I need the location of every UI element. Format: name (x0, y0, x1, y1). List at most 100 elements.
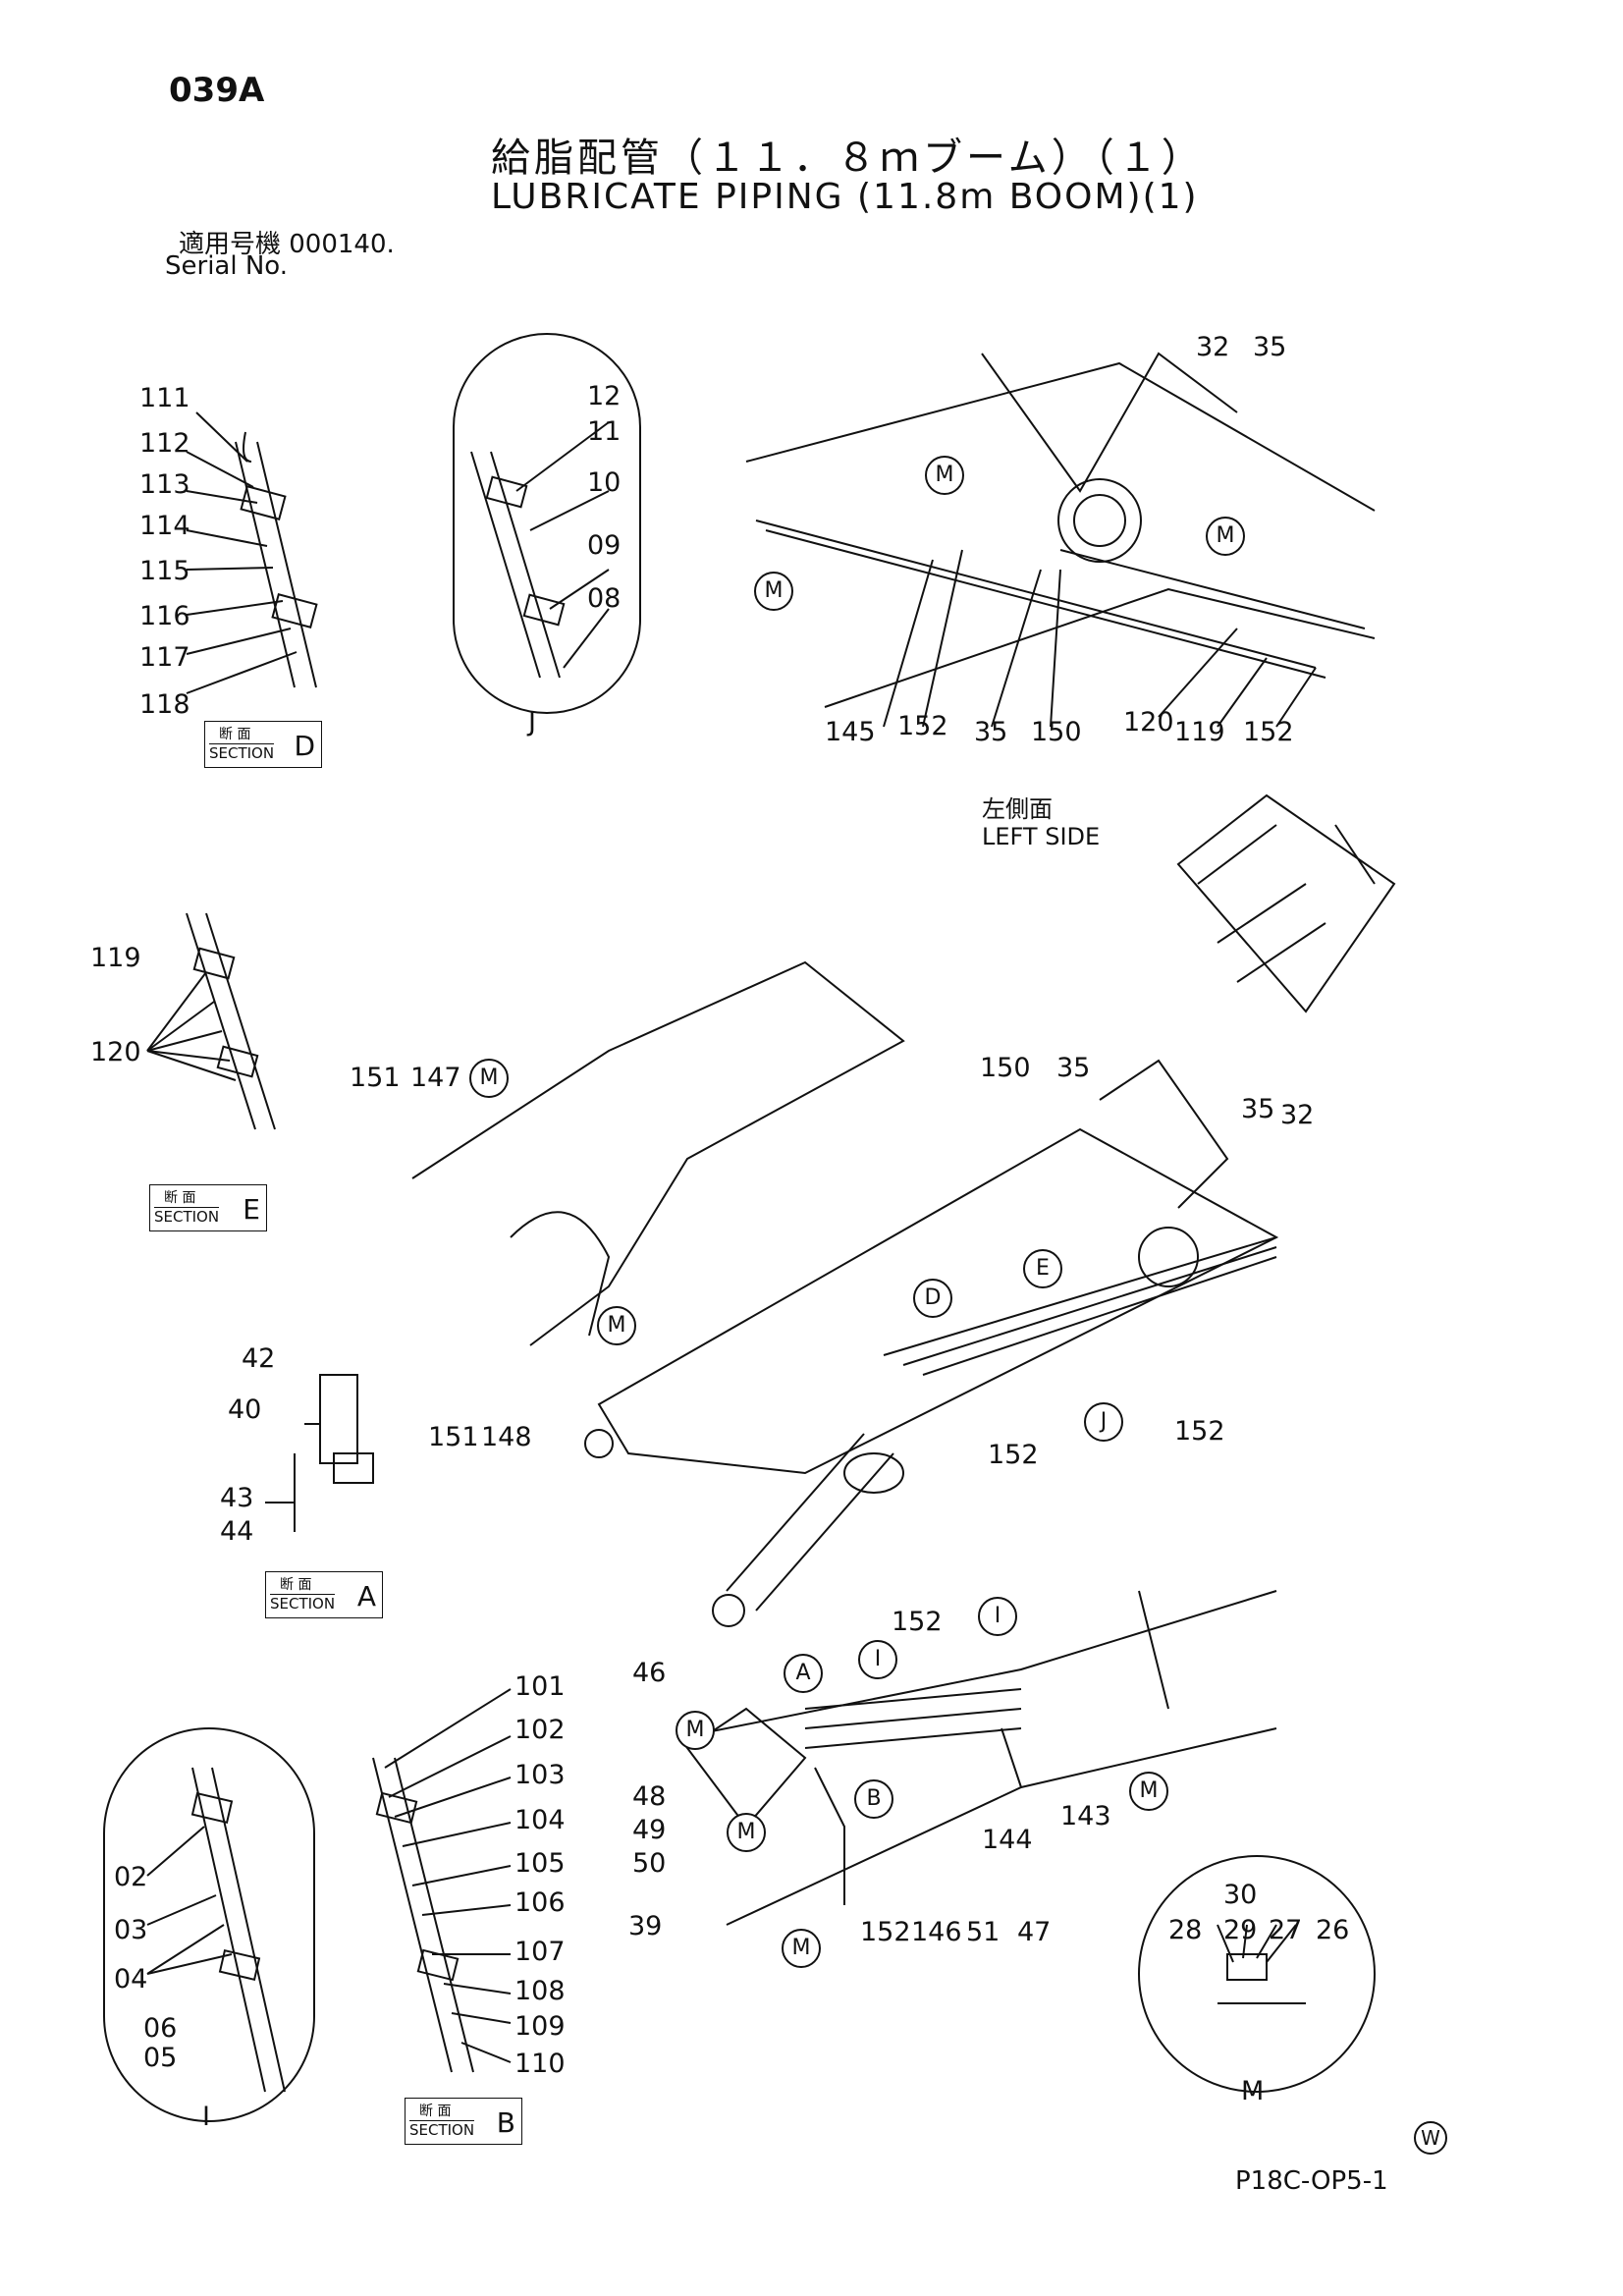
section-b-jp: 断 面 (419, 2104, 452, 2119)
callout: 101 (514, 1671, 566, 1702)
serial-label-english: Serial No. (165, 251, 288, 281)
section-e-letter: E (243, 1193, 260, 1226)
callout: 151 (428, 1422, 479, 1452)
callout: 51 (966, 1917, 1001, 1947)
detail-i-drawing (103, 1727, 315, 2122)
callout: 08 (587, 583, 622, 614)
section-e-drawing (146, 912, 276, 1130)
callout: 143 (1060, 1801, 1111, 1831)
middle-boom-drawing (411, 960, 1279, 1627)
callout: 42 (242, 1343, 276, 1374)
callout: 119 (1174, 717, 1225, 747)
callout: 112 (139, 428, 190, 459)
callout: 152 (860, 1917, 911, 1947)
section-d-jp: 断 面 (219, 727, 251, 742)
callout: 26 (1316, 1915, 1350, 1945)
callout: 147 (410, 1063, 461, 1093)
marker-i: I (858, 1640, 897, 1679)
callout: 04 (114, 1964, 148, 1995)
title-english: LUBRICATE PIPING (11.8m BOOM)(1) (491, 177, 1199, 217)
callout: 115 (139, 556, 190, 586)
callout: 117 (139, 642, 190, 673)
detail-j-drawing (453, 333, 641, 714)
bottom-boom-drawing (676, 1590, 1277, 1926)
title-japanese: 給脂配管（１１．８ｍブーム）（１） (491, 136, 1205, 181)
callout: 35 (1241, 1094, 1275, 1124)
callout: 114 (139, 511, 190, 541)
callout: 12 (587, 381, 622, 411)
callout: 03 (114, 1915, 148, 1945)
callout: 116 (139, 601, 190, 631)
callout: 39 (628, 1911, 663, 1941)
section-d-en: SECTION (209, 743, 275, 762)
callout: 28 (1168, 1915, 1203, 1945)
callout: 27 (1269, 1915, 1303, 1945)
marker-a: A (784, 1654, 823, 1693)
callout: 49 (632, 1815, 667, 1845)
section-e-box: 断 面 SECTION E (149, 1184, 267, 1231)
callout: 48 (632, 1781, 667, 1812)
section-a-box: 断 面 SECTION A (265, 1571, 383, 1618)
callout: 103 (514, 1760, 566, 1790)
section-a-letter: A (356, 1580, 376, 1613)
left-side-label-en: LEFT SIDE (982, 823, 1101, 850)
callout: 44 (220, 1516, 254, 1547)
callout: 35 (1056, 1053, 1091, 1083)
callout: 152 (1243, 717, 1294, 747)
callout: 11 (587, 416, 622, 447)
callout: 29 (1223, 1915, 1258, 1945)
callout: 47 (1017, 1917, 1052, 1947)
callout: 150 (1031, 717, 1082, 747)
top-boom-drawing (745, 352, 1376, 728)
callout: 109 (514, 2011, 566, 2042)
callout: 152 (1174, 1416, 1225, 1447)
callout: 32 (1196, 332, 1230, 362)
callout: 110 (514, 2049, 566, 2079)
marker-e: E (1023, 1249, 1062, 1288)
callout: 118 (139, 689, 190, 720)
callout: 10 (587, 467, 622, 498)
callout: 104 (514, 1805, 566, 1835)
callout: 09 (587, 530, 622, 561)
callout: 119 (90, 943, 141, 973)
marker-m: M (469, 1059, 509, 1098)
marker-m: M (925, 456, 964, 495)
callout: 152 (988, 1440, 1039, 1470)
section-d-letter: D (294, 730, 315, 762)
callout: 146 (911, 1917, 962, 1947)
callout: 32 (1280, 1100, 1315, 1130)
callout: 120 (1123, 707, 1174, 738)
callout: 43 (220, 1483, 254, 1513)
marker-i: I (978, 1597, 1017, 1636)
detail-j-label: J (528, 707, 536, 738)
section-e-jp: 断 面 (164, 1190, 196, 1206)
callout: 35 (974, 717, 1008, 747)
section-a-jp: 断 面 (280, 1577, 312, 1593)
marker-d: D (913, 1279, 952, 1318)
callout: 40 (228, 1394, 262, 1425)
section-d-drawing (186, 411, 318, 694)
section-b-letter: B (496, 2106, 515, 2139)
callout: 152 (892, 1607, 943, 1637)
callout: 02 (114, 1862, 148, 1892)
section-a-en: SECTION (270, 1594, 336, 1613)
marker-m: M (754, 572, 793, 611)
marker-m: M (1129, 1772, 1168, 1811)
callout: 120 (90, 1037, 141, 1067)
serial-label-japanese: 適用号機 000140. (179, 230, 395, 259)
marker-m: M (727, 1813, 766, 1852)
callout: 06 (143, 2013, 178, 2044)
callout: 107 (514, 1937, 566, 1967)
callout: 05 (143, 2043, 178, 2073)
callout: 35 (1253, 332, 1287, 362)
left-side-label-jp: 左側面 (982, 795, 1053, 823)
section-b-box: 断 面 SECTION B (405, 2098, 522, 2145)
callout: 106 (514, 1887, 566, 1918)
callout: 113 (139, 469, 190, 500)
section-a-drawing (265, 1374, 374, 1532)
callout: 46 (632, 1658, 667, 1688)
callout: 151 (350, 1063, 401, 1093)
marker-m: M (782, 1929, 821, 1968)
